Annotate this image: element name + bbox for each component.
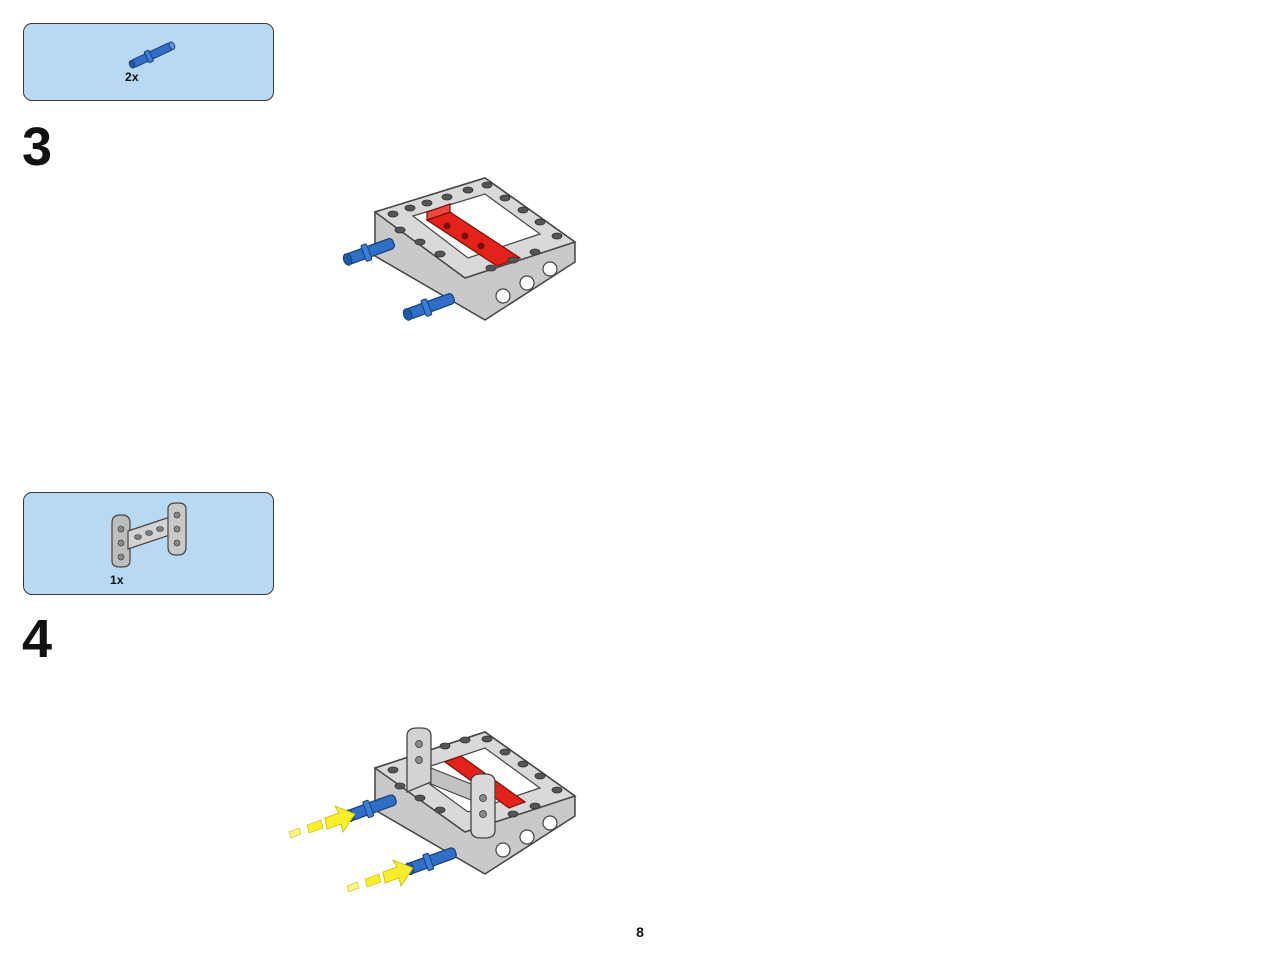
parts-list-box-step-4: 1x	[23, 492, 274, 595]
gray-h-frame-beam-icon	[111, 502, 187, 568]
part-quantity: 2x	[125, 70, 139, 84]
step-number: 3	[22, 117, 53, 177]
parts-list-box-step-3: 2x	[23, 23, 274, 101]
blue-axle-pin-icon	[128, 41, 176, 69]
step-number: 4	[22, 609, 53, 669]
insert-direction-arrow-icon	[346, 859, 414, 893]
part-quantity: 1x	[110, 573, 124, 587]
step-4-assembly-illustration	[288, 727, 577, 893]
page-number: 8	[636, 924, 644, 940]
insert-direction-arrow-icon	[288, 805, 356, 839]
step-3-assembly-illustration	[342, 177, 577, 321]
